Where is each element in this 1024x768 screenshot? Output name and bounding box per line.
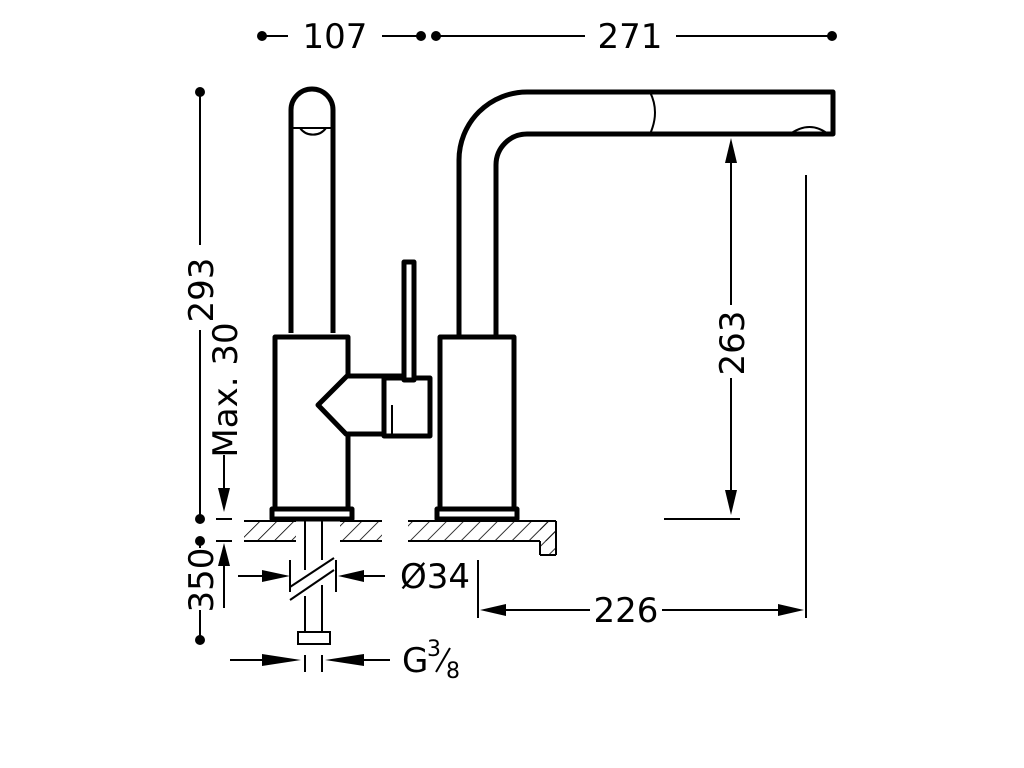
dim-label-293: 293 (182, 258, 222, 323)
countertop (244, 520, 557, 556)
dimension-max-30: Max. 30 (206, 322, 246, 608)
faucet-right-body (434, 334, 520, 522)
dim-label-271: 271 (598, 17, 663, 57)
dim-label-thread-num: 3 (427, 637, 441, 662)
dimension-spout-263: 263 (664, 138, 753, 520)
dim-label-107: 107 (303, 17, 368, 57)
dimension-left-293: 293 (182, 87, 222, 524)
dim-label-max30: Max. 30 (206, 322, 246, 457)
dimension-left-350: 350 (182, 536, 222, 645)
dimension-top-271: 271 (431, 17, 837, 57)
dimension-top-107: 107 (257, 17, 426, 57)
dim-label-226: 226 (594, 591, 659, 631)
dimension-diameter-34: Ø34 (238, 557, 470, 597)
dimension-thread-g38: G 3 8 (230, 637, 460, 684)
dim-label-thread-den: 8 (446, 659, 460, 684)
faucet-lever-column (288, 86, 336, 333)
faucet-spout (456, 89, 836, 335)
dim-label-263: 263 (713, 311, 753, 376)
dimension-reach-226: 226 (477, 175, 807, 631)
dim-label-diameter: Ø34 (400, 557, 470, 597)
dim-label-thread-g: G (402, 641, 428, 681)
faucet-left-body (269, 334, 355, 522)
dim-label-350: 350 (182, 548, 222, 613)
supply-hose (289, 519, 335, 672)
faucet-handle (315, 259, 433, 439)
